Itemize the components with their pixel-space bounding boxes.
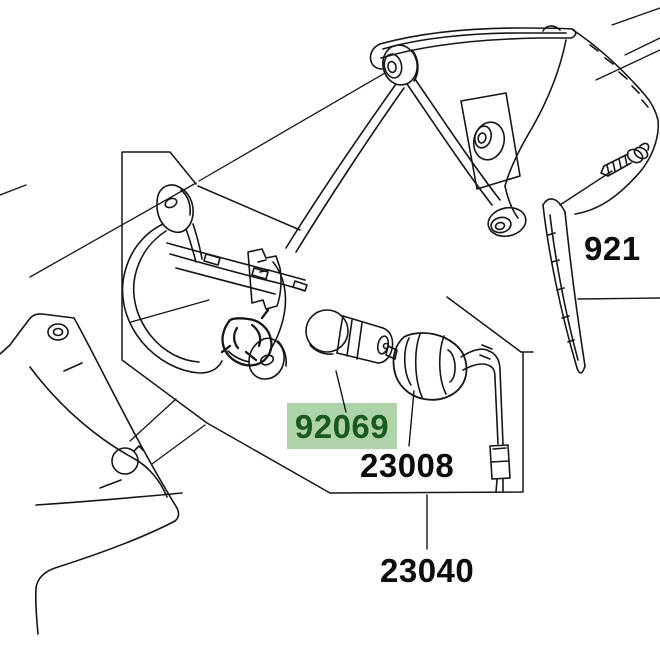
stay-gusset-edge xyxy=(572,29,660,215)
bulb-drawing xyxy=(305,309,394,364)
socket-tab xyxy=(385,345,398,360)
damper-grommet-2 xyxy=(472,121,506,161)
housing-rear-bracket xyxy=(247,248,282,310)
part-label-921[interactable]: 921 xyxy=(584,230,641,267)
damper-grommet-1 xyxy=(382,44,418,86)
part-label-23040[interactable]: 23040 xyxy=(380,552,475,589)
top-strap xyxy=(379,27,573,45)
license-lamp-housing-drawing xyxy=(121,184,308,380)
housing-socket-boss xyxy=(220,308,273,367)
bracket-arm-to-plate xyxy=(406,83,493,206)
rear-fender-panel-drawing xyxy=(0,313,183,635)
damper-grommet-3 xyxy=(487,206,527,238)
wire-connector xyxy=(489,444,511,480)
part-label-23008[interactable]: 23008 xyxy=(360,447,455,484)
leader-lines xyxy=(335,170,660,550)
bulb-glass xyxy=(305,309,349,353)
upper-mount-tab xyxy=(156,184,194,234)
stay-blade xyxy=(542,204,578,369)
bracket-arm-to-housing xyxy=(285,83,397,249)
bulb-base-cap xyxy=(377,327,394,364)
fender-hole xyxy=(111,447,139,475)
part-label-92069[interactable]: 92069 xyxy=(287,403,397,449)
damper-plate xyxy=(460,92,521,190)
screw-drawing xyxy=(600,142,650,177)
wire xyxy=(460,348,490,358)
frame-reference-lines xyxy=(0,7,660,465)
socket-body xyxy=(392,332,468,401)
fender-grommet xyxy=(47,323,69,341)
housing-outer-shell xyxy=(121,223,223,374)
lower-mount-tab xyxy=(248,337,285,380)
bracket-stay-drawing xyxy=(285,25,660,374)
